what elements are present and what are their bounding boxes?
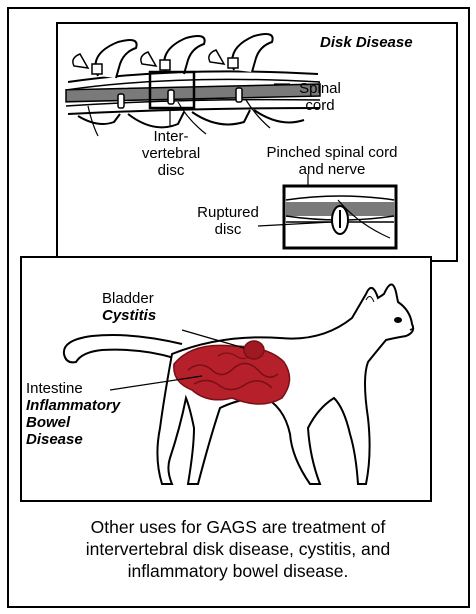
ruptured-disc-label: Ruptured disc: [188, 204, 268, 238]
cat-anatomy-panel: Bladder Cystitis Intestine Inflammatory …: [20, 256, 432, 502]
intervertebral-disc-label: Inter- vertebral disc: [126, 128, 216, 179]
disk-disease-title: Disk Disease: [320, 34, 413, 51]
bladder-shape: [244, 341, 264, 359]
pinched-cord-label: Pinched spinal cord and nerve: [244, 144, 420, 178]
disk-disease-panel: Disk Disease Spinal cord Inter- vertebra…: [56, 22, 458, 262]
cat-illustration: [22, 258, 430, 500]
intestine-label: Intestine Inflammatory Bowel Disease: [26, 380, 120, 448]
figure-caption: Other uses for GAGS are treatment of int…: [32, 516, 444, 582]
bladder-label: Bladder Cystitis: [102, 290, 156, 324]
spinal-cord-label: Spinal cord: [290, 80, 350, 114]
